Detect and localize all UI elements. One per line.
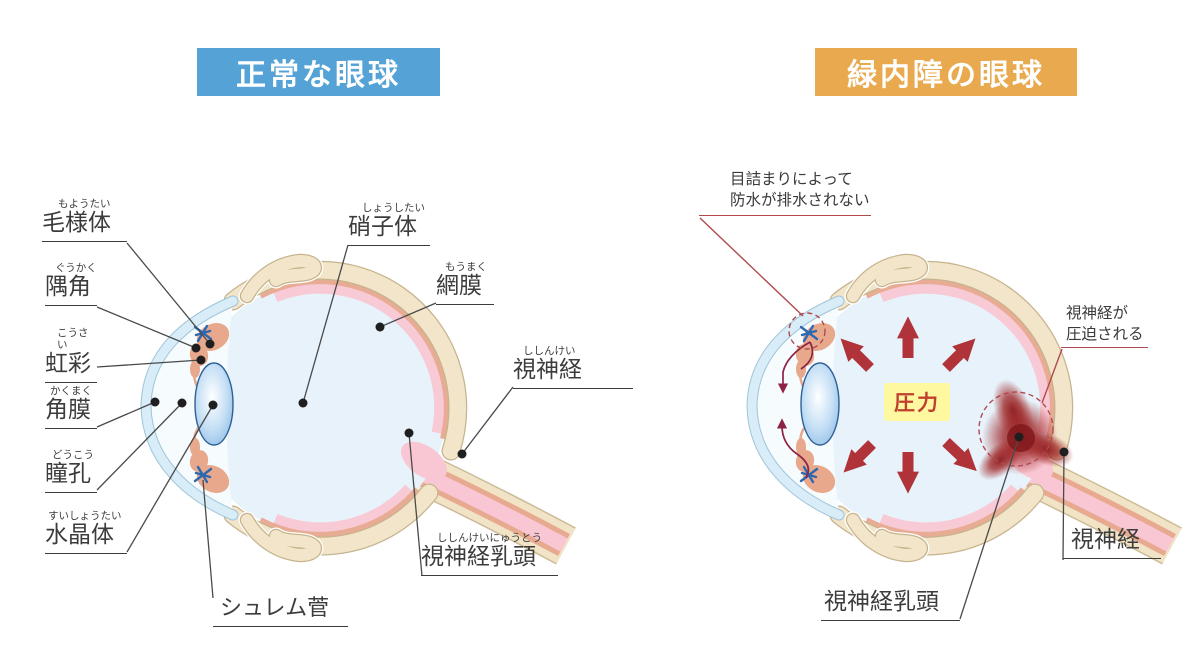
label-optic-disc-furigana: ししんけいにゅうとう (437, 532, 542, 544)
normal-eye-leader-dots (150, 322, 467, 459)
optic-nerve-damage-blob (977, 379, 1074, 481)
label-schlemm-canal-text: シュレム菅 (220, 596, 330, 621)
label-vitreous-body-furigana: しょうしたい (362, 202, 425, 214)
label-pupil-furigana: どうこう (52, 449, 94, 461)
annotation-blockage: 目詰まりによって 防水が排水されない (730, 169, 870, 211)
normal-eye-leader-lines (96, 242, 514, 599)
annotation-compression-line2: 圧迫される (1066, 325, 1144, 343)
label-cornea-furigana: かくまく (50, 385, 92, 397)
label-cornea: かくまく 角膜 (45, 385, 97, 429)
label-angle: ぐうかく 隅角 (45, 262, 97, 306)
pressure-badge: 圧力 (884, 383, 950, 421)
label-optic-disc-glaucoma-text: 視神経乳頭 (824, 589, 939, 615)
glaucoma-red-leader-lines (699, 217, 1063, 404)
annotation-compression-line1: 視神経が (1066, 304, 1129, 322)
annotation-compression-underline (1061, 347, 1148, 348)
label-ciliary-body-furigana: もようたい (58, 198, 111, 210)
label-optic-nerve-glaucoma: 視神経 (1063, 528, 1161, 559)
label-schlemm-canal: シュレム菅 (213, 596, 348, 627)
label-optic-disc-glaucoma: 視神経乳頭 (821, 590, 960, 621)
label-optic-disc: ししんけいにゅうとう 視神経乳頭 (421, 532, 558, 576)
header-normal-eye: 正常な眼球 (197, 48, 440, 96)
highlight-circles (788, 312, 1054, 467)
annotation-blockage-underline (699, 215, 871, 216)
label-cornea-text: 角膜 (45, 397, 91, 423)
label-pupil-text: 瞳孔 (45, 461, 91, 487)
label-optic-disc-text: 視神経乳頭 (421, 544, 536, 570)
label-ciliary-body-text: 毛様体 (42, 210, 111, 236)
label-iris-text: 虹彩 (45, 351, 91, 377)
label-lens-furigana: すいしょうたい (48, 510, 122, 522)
glaucoma-leader-dots (1014, 432, 1069, 457)
label-retina-text: 網膜 (436, 273, 482, 299)
label-vitreous-body-text: 硝子体 (348, 214, 417, 240)
annotation-compression: 視神経が 圧迫される (1066, 303, 1144, 345)
label-ciliary-body: もようたい 毛様体 (42, 198, 127, 242)
label-vitreous-body: しょうしたい 硝子体 (348, 202, 430, 246)
blocked-angle-circle (788, 312, 826, 350)
pressure-arrows (840, 316, 977, 494)
label-optic-nerve: ししんけい 視神経 (513, 345, 633, 389)
label-optic-nerve-furigana: ししんけい (523, 345, 576, 357)
compressed-nerve-circle (978, 391, 1054, 467)
label-lens-text: 水晶体 (45, 522, 114, 548)
header-glaucoma-eye: 緑内障の眼球 (815, 48, 1077, 96)
annotation-blockage-line1: 目詰まりによって (730, 170, 853, 188)
label-lens: すいしょうたい 水晶体 (45, 510, 127, 554)
label-retina: もうまく 網膜 (436, 261, 494, 305)
label-pupil: どうこう 瞳孔 (45, 449, 97, 493)
label-retina-furigana: もうまく (445, 261, 487, 273)
label-optic-nerve-glaucoma-text: 視神経 (1071, 527, 1140, 553)
annotation-blockage-line2: 防水が排水されない (730, 191, 870, 209)
label-iris: こうさい 虹彩 (45, 327, 97, 383)
label-iris-furigana: こうさい (57, 327, 89, 351)
label-optic-nerve-text: 視神経 (513, 357, 582, 383)
normal-eye-illustration (146, 261, 566, 555)
glaucoma-black-leader-lines (959, 436, 1065, 620)
label-angle-text: 隅角 (45, 274, 91, 300)
label-angle-furigana: ぐうかく (55, 262, 97, 274)
aqueous-flow-arrows (776, 341, 814, 479)
